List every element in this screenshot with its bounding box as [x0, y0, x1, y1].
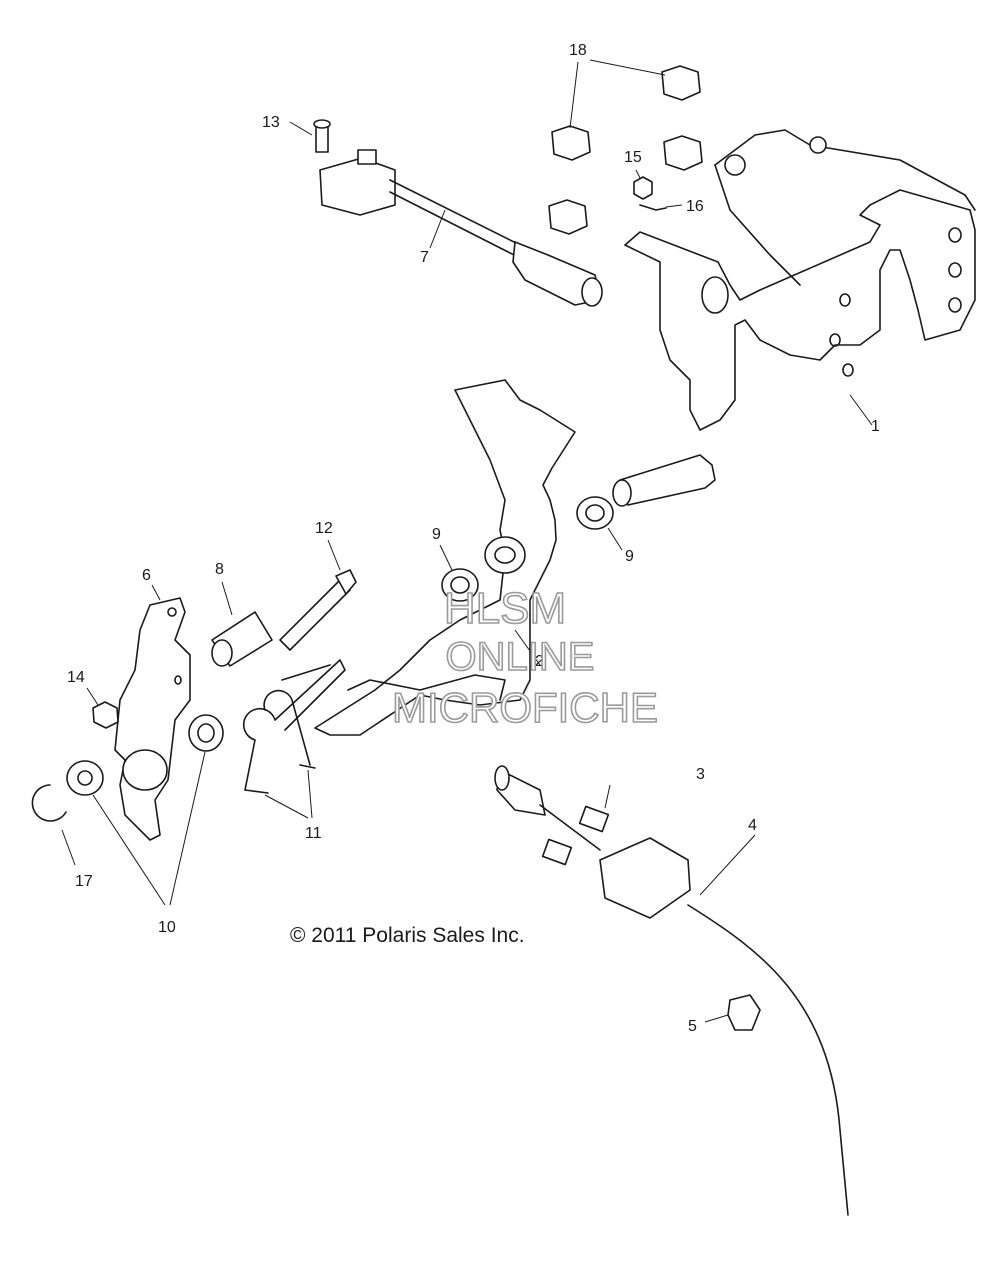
callout-7: 7 — [420, 249, 429, 266]
watermark-line3: MICROFICHE — [392, 684, 658, 731]
callout-10: 10 — [158, 919, 176, 936]
nut-15-clip-16-part — [633, 169, 683, 211]
spacer-8-part — [211, 581, 273, 667]
washers-10-part — [66, 714, 224, 906]
lever-6-part — [114, 584, 191, 841]
springs-11-part — [242, 659, 346, 819]
bolt-12-part — [279, 539, 357, 651]
callout-16: 16 — [686, 198, 704, 215]
cable-assembly-part — [319, 149, 603, 307]
callout-2: 2 — [535, 653, 544, 670]
bracket-part — [612, 129, 976, 507]
callout-1: 1 — [871, 418, 880, 435]
bolt-13-part — [289, 119, 331, 153]
callout-6: 6 — [142, 567, 151, 584]
callout-12: 12 — [315, 520, 333, 537]
callout-5: 5 — [688, 1018, 697, 1035]
callout-9-right: 9 — [625, 548, 634, 565]
copyright-notice: © 2011 Polaris Sales Inc. — [290, 924, 525, 947]
pins-3-part — [541, 784, 611, 866]
callout-13: 13 — [262, 114, 280, 131]
cable-4-part — [494, 765, 849, 1216]
nut-14-part — [86, 687, 119, 729]
watermark-line2: ONLINE — [446, 635, 595, 679]
callout-15: 15 — [624, 149, 642, 166]
nuts-18-part — [548, 59, 703, 235]
callout-3: 3 — [696, 766, 705, 783]
callout-4: 4 — [748, 817, 757, 834]
pedal-part — [314, 379, 576, 736]
bushings-9-part — [439, 496, 623, 602]
callout-9-left: 9 — [432, 526, 441, 543]
callout-8: 8 — [215, 561, 224, 578]
clip-17-part — [31, 784, 76, 866]
clip-5-part — [704, 994, 761, 1031]
watermark-line1: HLSM — [444, 584, 566, 633]
callout-11: 11 — [305, 825, 322, 842]
callout-18: 18 — [569, 42, 587, 59]
callout-17: 17 — [75, 873, 93, 890]
callout-14: 14 — [67, 669, 85, 686]
